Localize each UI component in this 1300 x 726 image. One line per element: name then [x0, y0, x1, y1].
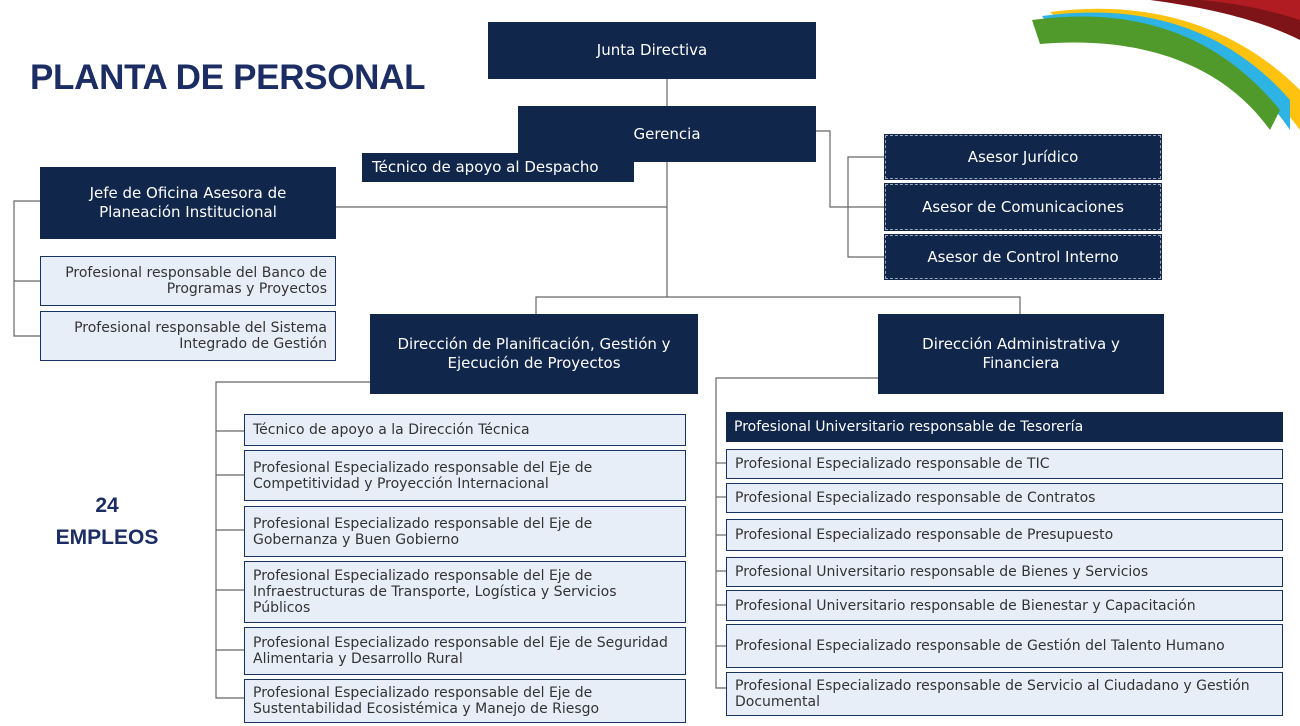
- planificacion-item: Profesional Especializado responsable de…: [244, 450, 686, 501]
- administrativa-item: Profesional Especializado responsable de…: [726, 519, 1283, 551]
- planificacion-item: Profesional Especializado responsable de…: [244, 561, 686, 623]
- page-title: PLANTA DE PERSONAL: [30, 58, 426, 97]
- administrativa-item: Profesional Especializado responsable de…: [726, 449, 1283, 479]
- decorative-ribbon-icon: [1032, 0, 1300, 130]
- direccion-planificacion-box: Dirección de Planificación, Gestión y Ej…: [370, 314, 698, 394]
- junta-directiva-box: Junta Directiva: [488, 22, 816, 79]
- administrativa-item: Profesional Universitario responsable de…: [726, 590, 1283, 621]
- administrativa-item: Profesional Universitario responsable de…: [726, 557, 1283, 587]
- planeacion-item-banco: Profesional responsable del Banco de Pro…: [40, 256, 336, 306]
- administrativa-item-tesoreria: Profesional Universitario responsable de…: [726, 412, 1283, 442]
- planificacion-item: Técnico de apoyo a la Dirección Técnica: [244, 414, 686, 446]
- administrativa-item: Profesional Especializado responsable de…: [726, 624, 1283, 668]
- jefe-oficina-planeacion-box: Jefe de Oficina Asesora de Planeación In…: [40, 167, 336, 239]
- employee-count: 24 EMPLEOS: [52, 490, 162, 554]
- asesor-control-interno-box: Asesor de Control Interno: [884, 234, 1162, 280]
- asesor-juridico-box: Asesor Jurídico: [884, 134, 1162, 180]
- tecnico-despacho-box: Técnico de apoyo al Despacho: [362, 153, 634, 182]
- direccion-administrativa-box: Dirección Administrativa y Financiera: [878, 314, 1164, 394]
- planeacion-item-sistema: Profesional responsable del Sistema Inte…: [40, 311, 336, 361]
- administrativa-item: Profesional Especializado responsable de…: [726, 672, 1283, 716]
- planificacion-item: Profesional Especializado responsable de…: [244, 627, 686, 675]
- asesor-comunicaciones-box: Asesor de Comunicaciones: [884, 183, 1162, 231]
- administrativa-item: Profesional Especializado responsable de…: [726, 483, 1283, 513]
- gerencia-box: Gerencia: [518, 106, 816, 162]
- planificacion-item: Profesional Especializado responsable de…: [244, 506, 686, 557]
- planificacion-item: Profesional Especializado responsable de…: [244, 679, 686, 723]
- employee-count-number: 24: [95, 494, 119, 517]
- employee-count-label: EMPLEOS: [55, 526, 159, 549]
